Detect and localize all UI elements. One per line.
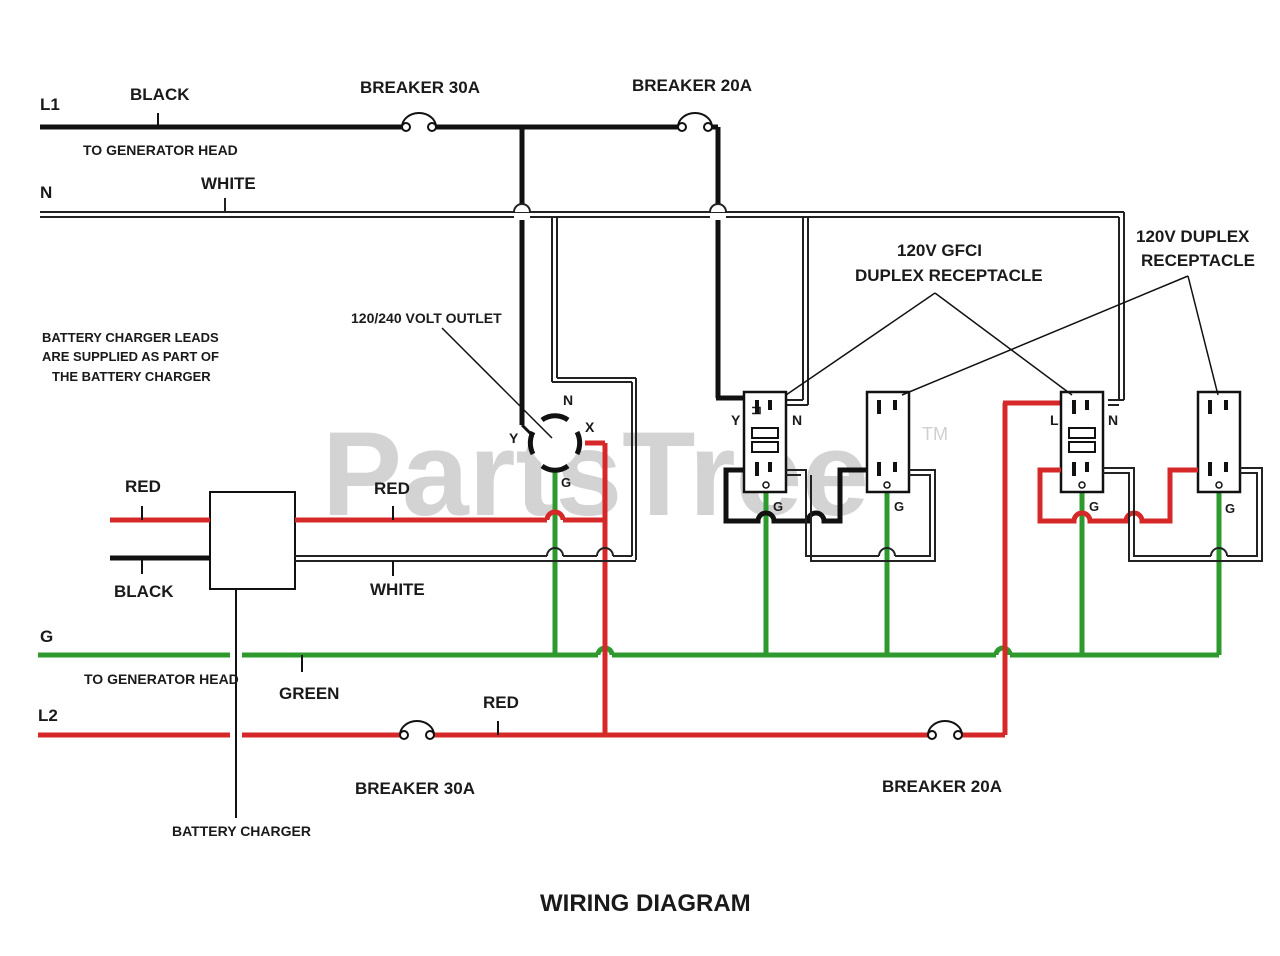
label-duplex-line2: RECEPTACLE	[1141, 251, 1255, 270]
duplex-receptacle-4	[1196, 390, 1242, 494]
label-green-g: GREEN	[279, 684, 339, 703]
label-n: N	[40, 183, 52, 202]
label-gfci-line1: 120V GFCI	[897, 241, 982, 260]
terminal-l: L	[1050, 412, 1059, 428]
l2-wire	[38, 400, 1064, 738]
breaker-30a-top-symbol	[401, 112, 437, 132]
diagram-title: WIRING DIAGRAM	[540, 890, 751, 917]
watermark-tm: TM	[922, 424, 948, 444]
callout-leaders	[785, 275, 1219, 396]
breaker-30a-bottom-symbol	[399, 720, 435, 740]
label-to-generator-head-top: TO GENERATOR HEAD	[83, 142, 238, 158]
label-battery-charger: BATTERY CHARGER	[172, 823, 311, 839]
label-duplex-line1: 120V DUPLEX	[1136, 227, 1250, 246]
terminal-g-1: G	[773, 499, 783, 514]
charger-input-leads	[110, 506, 210, 574]
breaker-20a-top-symbol	[677, 112, 713, 132]
label-breaker-30a-top: BREAKER 30A	[360, 78, 480, 97]
charger-note-line-1: BATTERY CHARGER LEADS	[42, 330, 219, 345]
battery-charger-box	[209, 491, 296, 818]
breaker-20a-bottom-symbol	[927, 720, 963, 740]
label-charger-red-in: RED	[125, 477, 161, 496]
label-breaker-20a-bottom: BREAKER 20A	[882, 777, 1002, 796]
label-breaker-20a-top: BREAKER 20A	[632, 76, 752, 95]
jumper-white-3-4	[1103, 467, 1263, 562]
gfci-receptacle-3	[1059, 390, 1105, 494]
label-white-n: WHITE	[201, 174, 256, 193]
charger-note-line-3: THE BATTERY CHARGER	[52, 369, 211, 384]
jumper-red-3-4	[1037, 467, 1198, 524]
label-black-l1: BLACK	[130, 85, 190, 104]
terminal-g-3: G	[1089, 499, 1099, 514]
g-wire	[38, 470, 1222, 672]
gfci-receptacle-1: ⊐	[742, 390, 788, 494]
charger-note-line-2: ARE SUPPLIED AS PART OF	[42, 349, 219, 364]
jumper-white-1-2	[786, 469, 936, 562]
label-charger-white-out: WHITE	[370, 580, 425, 599]
label-l2: L2	[38, 706, 58, 725]
label-120-240-outlet: 120/240 VOLT OUTLET	[351, 310, 502, 326]
n-wire	[40, 198, 1125, 560]
black-drop-wires	[519, 127, 748, 439]
outlet-terminal-y: Y	[509, 430, 519, 446]
label-charger-red-out: RED	[374, 479, 410, 498]
label-charger-black-in: BLACK	[114, 582, 174, 601]
terminal-g-2: G	[894, 499, 904, 514]
terminal-y: Y	[731, 412, 741, 428]
outlet-terminal-g: G	[561, 475, 571, 490]
label-red-l2: RED	[483, 693, 519, 712]
outlet-terminal-x: X	[585, 419, 595, 435]
duplex-receptacle-2	[865, 390, 911, 494]
l1-wire	[40, 113, 718, 130]
label-gfci-line2: DUPLEX RECEPTACLE	[855, 266, 1043, 285]
jumper-black-1-2	[723, 467, 867, 524]
outlet-120-240	[441, 327, 583, 473]
label-g: G	[40, 627, 53, 646]
label-to-generator-head-bottom: TO GENERATOR HEAD	[84, 671, 239, 687]
outlet-terminal-n: N	[563, 392, 573, 408]
terminal-n-3: N	[1108, 412, 1118, 428]
terminal-g-4: G	[1225, 501, 1235, 516]
label-breaker-30a-bottom: BREAKER 30A	[355, 779, 475, 798]
charger-output-leads	[295, 506, 636, 576]
terminal-n-1: N	[792, 412, 802, 428]
label-l1: L1	[40, 95, 60, 114]
